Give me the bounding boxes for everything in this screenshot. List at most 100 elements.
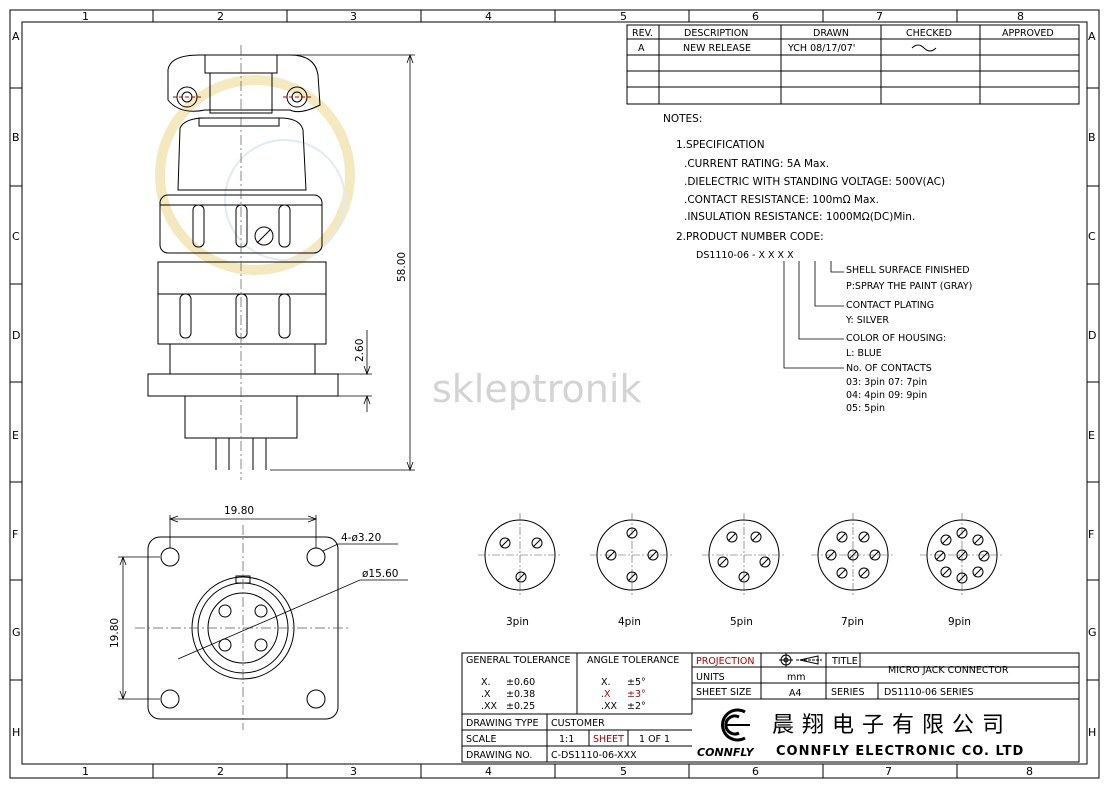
product-code: DS1110-06 - X X X X: [696, 250, 794, 261]
series-label: SERIES: [831, 687, 864, 698]
row-label: F: [1088, 528, 1094, 541]
pin-layout-4pin: [590, 513, 674, 597]
approved-header: APPROVED: [1002, 28, 1054, 39]
at-value: ±5°: [627, 677, 646, 688]
row-label: F: [12, 528, 18, 541]
col-label: 7: [885, 765, 892, 778]
col-label: 5: [620, 10, 627, 23]
dim-height-label: 58.00: [396, 252, 408, 282]
at-key: .X: [601, 689, 611, 700]
col-label: 5: [620, 765, 627, 778]
dim-holes-label: 4-ø3.20: [341, 532, 381, 544]
grid-rows-left: A B C D E F G H: [10, 30, 22, 739]
checked-signature: [911, 44, 937, 52]
row-label: G: [1088, 626, 1097, 639]
code-item-label: SHELL SURFACE FINISHED: [846, 265, 970, 276]
pin-layout-5pin: [702, 513, 786, 597]
col-label: 3: [350, 10, 357, 23]
pin-layouts: [478, 513, 1004, 597]
drawn-header: DRAWN: [813, 28, 849, 39]
units-value: mm: [787, 672, 806, 683]
pin-label-9pin: 9pin: [948, 616, 971, 628]
drawing-title: MICRO JACK CONNECTOR: [888, 665, 1009, 676]
row-label: B: [1088, 131, 1096, 144]
pin-label-5pin: 5pin: [730, 616, 753, 628]
rev-value: A: [638, 43, 645, 54]
company-name-en: CONNFLY ELECTRONIC CO. LTD: [776, 744, 1024, 759]
row-label: E: [1088, 429, 1095, 442]
scale-label: SCALE: [466, 734, 496, 745]
gt-key: X.: [481, 677, 491, 688]
row-label: H: [12, 726, 20, 739]
drawing-type-value: CUSTOMER: [551, 718, 605, 729]
title-label: TITLE: [831, 656, 858, 667]
col-label: 6: [752, 10, 759, 23]
notes: NOTES: 1.SPECIFICATION .CURRENT RATING: …: [663, 113, 972, 414]
code-leaders: [783, 261, 844, 369]
connector-side-view: [147, 45, 339, 480]
spec-line: .CONTACT RESISTANCE: 100mΩ Max.: [684, 194, 879, 206]
col-label: 8: [1026, 765, 1033, 778]
revision-table: REV. DESCRIPTION DRAWN CHECKED APPROVED …: [626, 24, 1080, 105]
dimension-flange: [338, 330, 372, 412]
code-item-detail: Y: SILVER: [845, 315, 889, 326]
grid-columns-bottom: 1 2 3 4 5 6 7 8: [82, 764, 1033, 778]
row-label: C: [1088, 230, 1096, 243]
notes-title: NOTES:: [663, 113, 702, 125]
grid-columns-top: 1 2 3 4 5 6 7 8: [82, 10, 1024, 23]
col-label: 1: [82, 765, 89, 778]
dim-width-top-label: 19.80: [224, 505, 254, 517]
row-label: C: [12, 230, 20, 243]
gt-value: ±0.38: [506, 689, 535, 700]
projection-label: PROJECTION: [696, 656, 754, 667]
spec-line: .INSULATION RESISTANCE: 1000MΩ(DC)Min.: [684, 211, 915, 223]
company-logo-text: CONNFLY: [697, 746, 755, 759]
col-label: 4: [485, 10, 492, 23]
sheet-label: SHEET: [593, 734, 624, 745]
row-label: D: [1088, 329, 1096, 342]
row-label: A: [1088, 30, 1096, 43]
code-item-detail: 05: 5pin: [846, 403, 885, 414]
pin-layout-7pin: [811, 513, 895, 597]
pin-layout-3pin: [478, 513, 562, 597]
description-value: NEW RELEASE: [683, 43, 751, 54]
connector-front-view: [135, 525, 350, 730]
rev-header: REV.: [632, 28, 653, 39]
dim-diameter-label: ø15.60: [362, 568, 398, 580]
drawing-no-label: DRAWING NO.: [466, 750, 532, 761]
general-tolerance-label: GENERAL TOLERANCE: [466, 655, 571, 666]
row-label: A: [12, 30, 20, 43]
gt-key: .X: [481, 689, 491, 700]
company-name-cn: 晨翔电子有限公司: [772, 713, 1012, 738]
code-item-detail: 04: 4pin 09: 9pin: [846, 390, 927, 401]
dim-width-side-label: 19.80: [109, 618, 121, 648]
col-label: 2: [217, 765, 224, 778]
gt-key: .XX: [481, 701, 498, 712]
col-label: 3: [350, 765, 357, 778]
code-item-label: COLOR OF HOUSING:: [846, 333, 946, 344]
col-label: 4: [485, 765, 492, 778]
spec-title: 1.SPECIFICATION: [676, 139, 765, 151]
code-item-label: No. OF CONTACTS: [846, 363, 932, 374]
spec-line: .CURRENT RATING: 5A Max.: [684, 158, 829, 170]
drawn-value: YCH 08/17/07': [787, 43, 855, 54]
dim-flange-label: 2.60: [354, 339, 366, 362]
code-title: 2.PRODUCT NUMBER CODE:: [676, 231, 824, 243]
dimension-height: [270, 53, 415, 472]
at-value: ±3°: [627, 689, 646, 700]
col-label: 7: [876, 10, 883, 23]
watermark: skleptronik: [155, 75, 641, 411]
row-label: E: [12, 429, 19, 442]
gt-value: ±0.60: [506, 677, 535, 688]
pin-layout-9pin: [920, 513, 1004, 597]
company-logo-icon: [721, 708, 750, 742]
spec-line: .DIELECTRIC WITH STANDING VOLTAGE: 500V(…: [684, 176, 945, 188]
row-label: D: [12, 329, 20, 342]
col-label: 1: [82, 10, 89, 23]
angle-tolerance-label: ANGLE TOLERANCE: [587, 655, 679, 666]
code-item-label: CONTACT PLATING: [846, 300, 934, 311]
title-block: [461, 652, 1080, 763]
drawing-type-label: DRAWING TYPE: [466, 718, 539, 729]
row-label: G: [12, 626, 21, 639]
